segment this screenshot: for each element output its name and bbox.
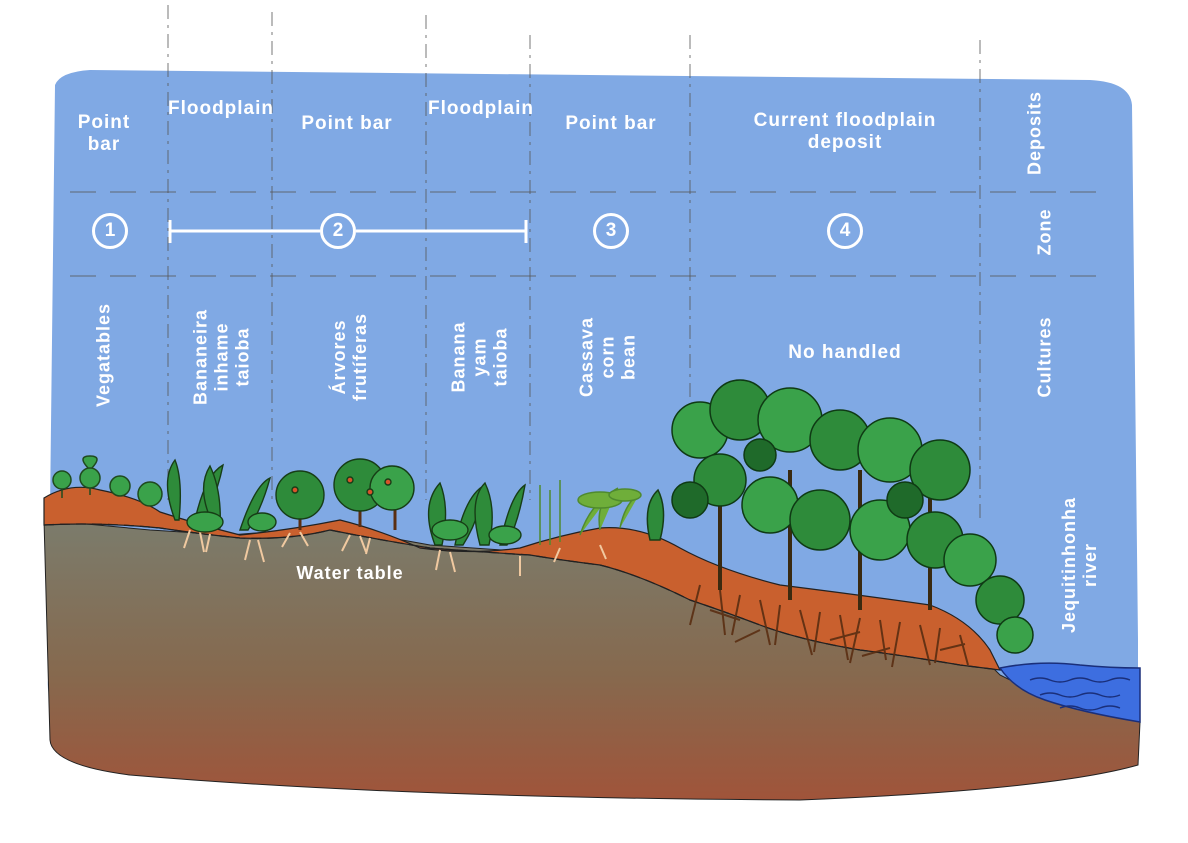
culture-label-col1: Vegatables xyxy=(93,302,114,408)
forest xyxy=(671,379,1034,654)
zone2-bracket xyxy=(168,220,528,243)
deposits-header: Deposits xyxy=(1024,90,1045,176)
deposit-label-col1: Point bar xyxy=(77,112,131,155)
zone-4-marker: 4 xyxy=(827,213,863,249)
river-waves xyxy=(1029,677,1131,711)
culture-label-col2: Bananeira inhame taioba xyxy=(190,308,253,406)
water-table-line xyxy=(43,523,1001,671)
vegetables-plants xyxy=(52,455,163,507)
zone-3-marker: 3 xyxy=(593,213,629,249)
zone-header: Zone xyxy=(1034,208,1055,256)
topsoil xyxy=(43,486,1002,671)
fruit-trees xyxy=(275,458,415,530)
deposit-label-col6: Current floodplain deposit xyxy=(753,110,937,153)
water-table-label: Water table xyxy=(296,563,404,583)
deposit-label-col3: Point bar xyxy=(301,113,393,134)
deposit-label-col2: Floodplain xyxy=(167,98,275,119)
culture-label-col6: No handled xyxy=(788,342,902,363)
culture-label-col3: Árvores frutíferas xyxy=(329,312,370,402)
zone-2-marker: 2 xyxy=(320,213,356,249)
row-separators xyxy=(70,191,1110,277)
culture-label-col4: Banana yam taioba xyxy=(448,321,511,393)
river-label: Jequitinhonha river xyxy=(1059,497,1100,633)
crop-roots xyxy=(183,529,607,576)
forest-roots xyxy=(689,584,969,668)
banana-plants xyxy=(166,458,526,546)
cassava-corn-bean xyxy=(539,480,665,545)
column-separators xyxy=(167,5,981,520)
zone-1-marker: 1 xyxy=(92,213,128,249)
culture-label-col5: Cassava corn bean xyxy=(576,316,639,398)
deposit-label-col4: Floodplain xyxy=(427,98,535,119)
cultures-header: Cultures xyxy=(1034,316,1055,398)
deposit-label-col5: Point bar xyxy=(565,113,657,134)
